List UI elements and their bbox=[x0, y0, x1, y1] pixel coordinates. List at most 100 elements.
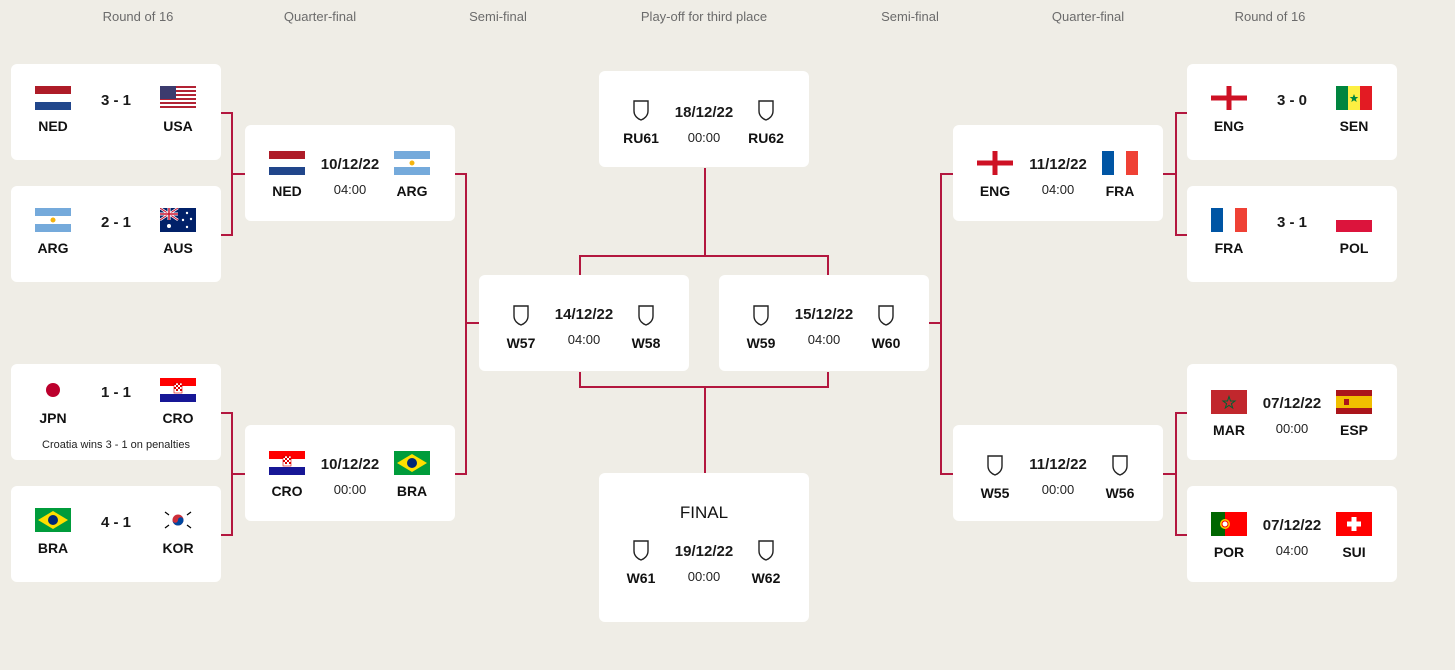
team-code: ENG bbox=[1213, 118, 1245, 134]
team-home: ENG bbox=[1199, 86, 1259, 134]
match-time: 04:00 bbox=[333, 182, 367, 197]
team-code: FRA bbox=[1105, 183, 1135, 199]
brazil-flag-icon bbox=[394, 451, 430, 475]
match-card-third-place[interactable]: RU61 18/12/22 00:00 RU62 bbox=[599, 71, 809, 167]
team-away: AUS bbox=[148, 208, 208, 256]
shield-icon bbox=[633, 540, 649, 561]
match-score: 2 - 1 bbox=[100, 214, 131, 231]
bracket-line bbox=[455, 173, 466, 175]
match-card-r16-arg-aus[interactable]: ARG 2 - 1 AUS bbox=[11, 186, 221, 282]
england-flag-icon bbox=[1211, 86, 1247, 110]
match-date: 10/12/22 bbox=[320, 156, 380, 173]
team-home: NED bbox=[257, 151, 317, 199]
team-away: USA bbox=[148, 86, 208, 134]
team-code: W59 bbox=[746, 335, 776, 351]
south-korea-flag-icon bbox=[160, 508, 196, 532]
bracket-line bbox=[1175, 412, 1187, 414]
match-card-qf-cro-bra[interactable]: CRO 10/12/22 00:00 BRA bbox=[245, 425, 455, 521]
team-away: RU62 bbox=[736, 98, 796, 146]
team-code: W62 bbox=[751, 570, 781, 586]
header-semi-final-left: Semi-final bbox=[469, 9, 527, 24]
team-home: ENG bbox=[965, 151, 1025, 199]
bracket-line bbox=[940, 473, 953, 475]
match-card-sf-1[interactable]: W57 14/12/22 04:00 W58 bbox=[479, 275, 689, 371]
match-date: 18/12/22 bbox=[674, 104, 734, 121]
match-card-r16-por-sui[interactable]: POR 07/12/22 04:00 SUI bbox=[1187, 486, 1397, 582]
match-card-r16-mar-esp[interactable]: MAR 07/12/22 00:00 ESP bbox=[1187, 364, 1397, 460]
team-home: W57 bbox=[491, 303, 551, 351]
bracket-line bbox=[704, 386, 706, 473]
spain-flag-icon bbox=[1336, 390, 1372, 414]
bracket-line bbox=[221, 534, 232, 536]
team-away: CRO bbox=[148, 378, 208, 426]
match-card-sf-2[interactable]: W59 15/12/22 04:00 W60 bbox=[719, 275, 929, 371]
team-code: ENG bbox=[979, 183, 1011, 199]
header-semi-final-right: Semi-final bbox=[881, 9, 939, 24]
team-code: BRA bbox=[396, 483, 428, 499]
shield-icon bbox=[758, 540, 774, 561]
bracket-line bbox=[579, 255, 829, 257]
match-time: 00:00 bbox=[333, 482, 367, 497]
bracket-line bbox=[1175, 112, 1177, 236]
team-code: W61 bbox=[626, 570, 656, 586]
team-code: SUI bbox=[1342, 544, 1366, 560]
match-date: 07/12/22 bbox=[1262, 517, 1322, 534]
final-title: FINAL bbox=[679, 503, 729, 522]
poland-flag-icon bbox=[1336, 208, 1372, 232]
bracket-line bbox=[231, 173, 245, 175]
team-home: W59 bbox=[731, 303, 791, 351]
match-date: 07/12/22 bbox=[1262, 395, 1322, 412]
header-quarter-final-left: Quarter-final bbox=[283, 9, 357, 24]
match-card-final[interactable]: FINAL W61 19/12/22 00:00 W62 bbox=[599, 473, 809, 622]
team-away: POL bbox=[1324, 208, 1384, 256]
match-card-qf-ned-arg[interactable]: NED 10/12/22 04:00 ARG bbox=[245, 125, 455, 221]
bracket-line bbox=[940, 173, 942, 475]
team-code: W55 bbox=[980, 485, 1010, 501]
japan-flag-icon bbox=[35, 378, 71, 402]
bracket-line bbox=[1175, 412, 1177, 536]
bracket-line bbox=[1175, 112, 1187, 114]
team-away: ESP bbox=[1324, 390, 1384, 438]
argentina-flag-icon bbox=[35, 208, 71, 232]
match-card-qf-w55-w56[interactable]: W55 11/12/22 00:00 W56 bbox=[953, 425, 1163, 521]
team-home: RU61 bbox=[611, 98, 671, 146]
team-away: KOR bbox=[148, 508, 208, 556]
shield-icon bbox=[513, 305, 529, 326]
team-away: W56 bbox=[1090, 453, 1150, 501]
team-code: BRA bbox=[37, 540, 69, 556]
match-card-r16-eng-sen[interactable]: ENG 3 - 0 SEN bbox=[1187, 64, 1397, 160]
match-score: 3 - 1 bbox=[1276, 214, 1307, 231]
team-code: W57 bbox=[506, 335, 536, 351]
england-flag-icon bbox=[977, 151, 1013, 175]
team-code: ARG bbox=[396, 183, 428, 199]
team-away: SEN bbox=[1324, 86, 1384, 134]
bracket-line bbox=[455, 473, 466, 475]
shield-icon bbox=[633, 100, 649, 121]
bracket-line bbox=[1163, 173, 1176, 175]
match-date: 11/12/22 bbox=[1029, 456, 1087, 473]
argentina-flag-icon bbox=[394, 151, 430, 175]
match-card-qf-eng-fra[interactable]: ENG 11/12/22 04:00 FRA bbox=[953, 125, 1163, 221]
match-card-r16-fra-pol[interactable]: FRA 3 - 1 POL bbox=[1187, 186, 1397, 282]
team-home: NED bbox=[23, 86, 83, 134]
portugal-flag-icon bbox=[1211, 512, 1247, 536]
shield-icon bbox=[758, 100, 774, 121]
team-code: POL bbox=[1339, 240, 1369, 256]
team-home: W55 bbox=[965, 453, 1025, 501]
team-home: BRA bbox=[23, 508, 83, 556]
match-time: 00:00 bbox=[1275, 421, 1309, 436]
team-code: FRA bbox=[1214, 240, 1244, 256]
team-code: NED bbox=[38, 118, 68, 134]
shield-icon bbox=[1112, 455, 1128, 476]
match-score: 1 - 1 bbox=[100, 384, 131, 401]
senegal-flag-icon bbox=[1336, 86, 1372, 110]
match-card-r16-bra-kor[interactable]: BRA 4 - 1 KOR bbox=[11, 486, 221, 582]
match-time: 04:00 bbox=[807, 332, 841, 347]
header-third-place: Play-off for third place bbox=[640, 9, 768, 24]
match-score: 3 - 1 bbox=[100, 92, 131, 109]
penalty-note: Croatia wins 3 - 1 on penalties bbox=[42, 439, 190, 451]
match-card-r16-jpn-cro[interactable]: JPN 1 - 1 CRO Croatia wins 3 - 1 on pena… bbox=[11, 364, 221, 460]
bracket-line bbox=[465, 322, 480, 324]
match-card-r16-ned-usa[interactable]: NED 3 - 1 USA bbox=[11, 64, 221, 160]
team-code: MAR bbox=[1213, 422, 1245, 438]
